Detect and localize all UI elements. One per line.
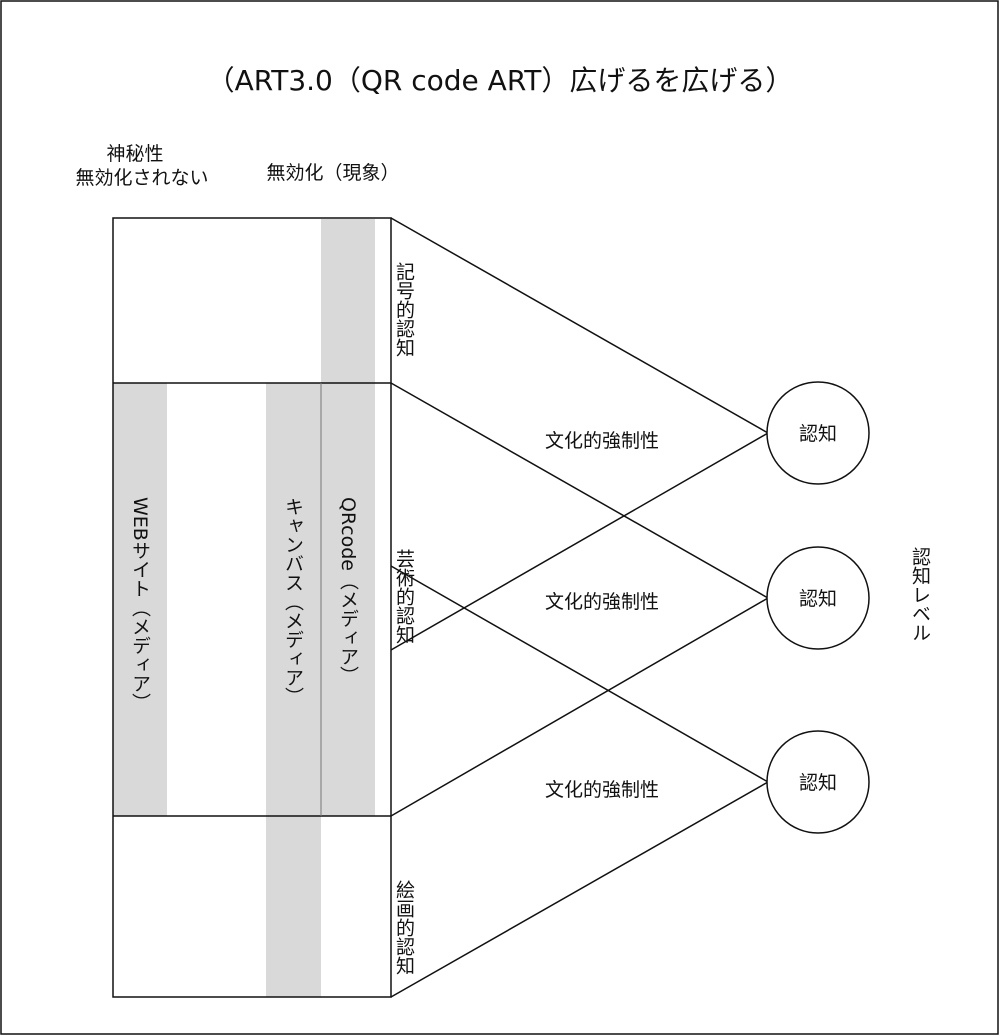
cultural-force-label-3: 文化的強制性 [545, 779, 659, 801]
qrcode-band [321, 219, 375, 816]
cultural-force-label-1: 文化的強制性 [545, 430, 659, 452]
header-invalidation-phenomenon: 無効化（現象） [266, 162, 399, 184]
canvas-media-label: キャンバス（メディア） [282, 497, 304, 706]
recognition-node-3: 認知 [766, 730, 870, 834]
recognition-node-2: 認知 [766, 546, 870, 650]
node-1-label: 認知 [799, 423, 837, 445]
header-mystique: 神秘性 [106, 143, 163, 165]
cultural-force-label-2: 文化的強制性 [545, 591, 659, 613]
pictorial-recognition-label: 絵画的認知 [393, 880, 415, 975]
connector-artistic-top [390, 382, 769, 599]
connector-artistic-to-node3 [390, 565, 769, 783]
node-2-label: 認知 [799, 588, 837, 610]
node-3-label: 認知 [799, 772, 837, 794]
connector-artistic-to-node1 [390, 432, 769, 651]
symbolic-recognition-label: 記号的認知 [393, 262, 415, 357]
diagram-title: （ART3.0（QR code ART）広げるを広げる） [207, 64, 794, 97]
qrcode-media-label: QRcode（メディア） [337, 497, 359, 685]
header-not-invalidated: 無効化されない [75, 167, 208, 189]
canvas-band [266, 383, 321, 997]
website-media-label: WEBサイト（メディア） [129, 497, 151, 712]
connector-symbolic-top [390, 217, 769, 434]
connector-divider-to-node2 [390, 597, 769, 817]
recognition-level-label: 認知レベル [909, 547, 931, 642]
artistic-recognition-label: 芸術的認知 [393, 549, 415, 644]
recognition-node-1: 認知 [766, 381, 870, 485]
website-band [113, 383, 167, 816]
media-box [112, 217, 392, 998]
connector-pictorial-bottom [390, 781, 769, 998]
